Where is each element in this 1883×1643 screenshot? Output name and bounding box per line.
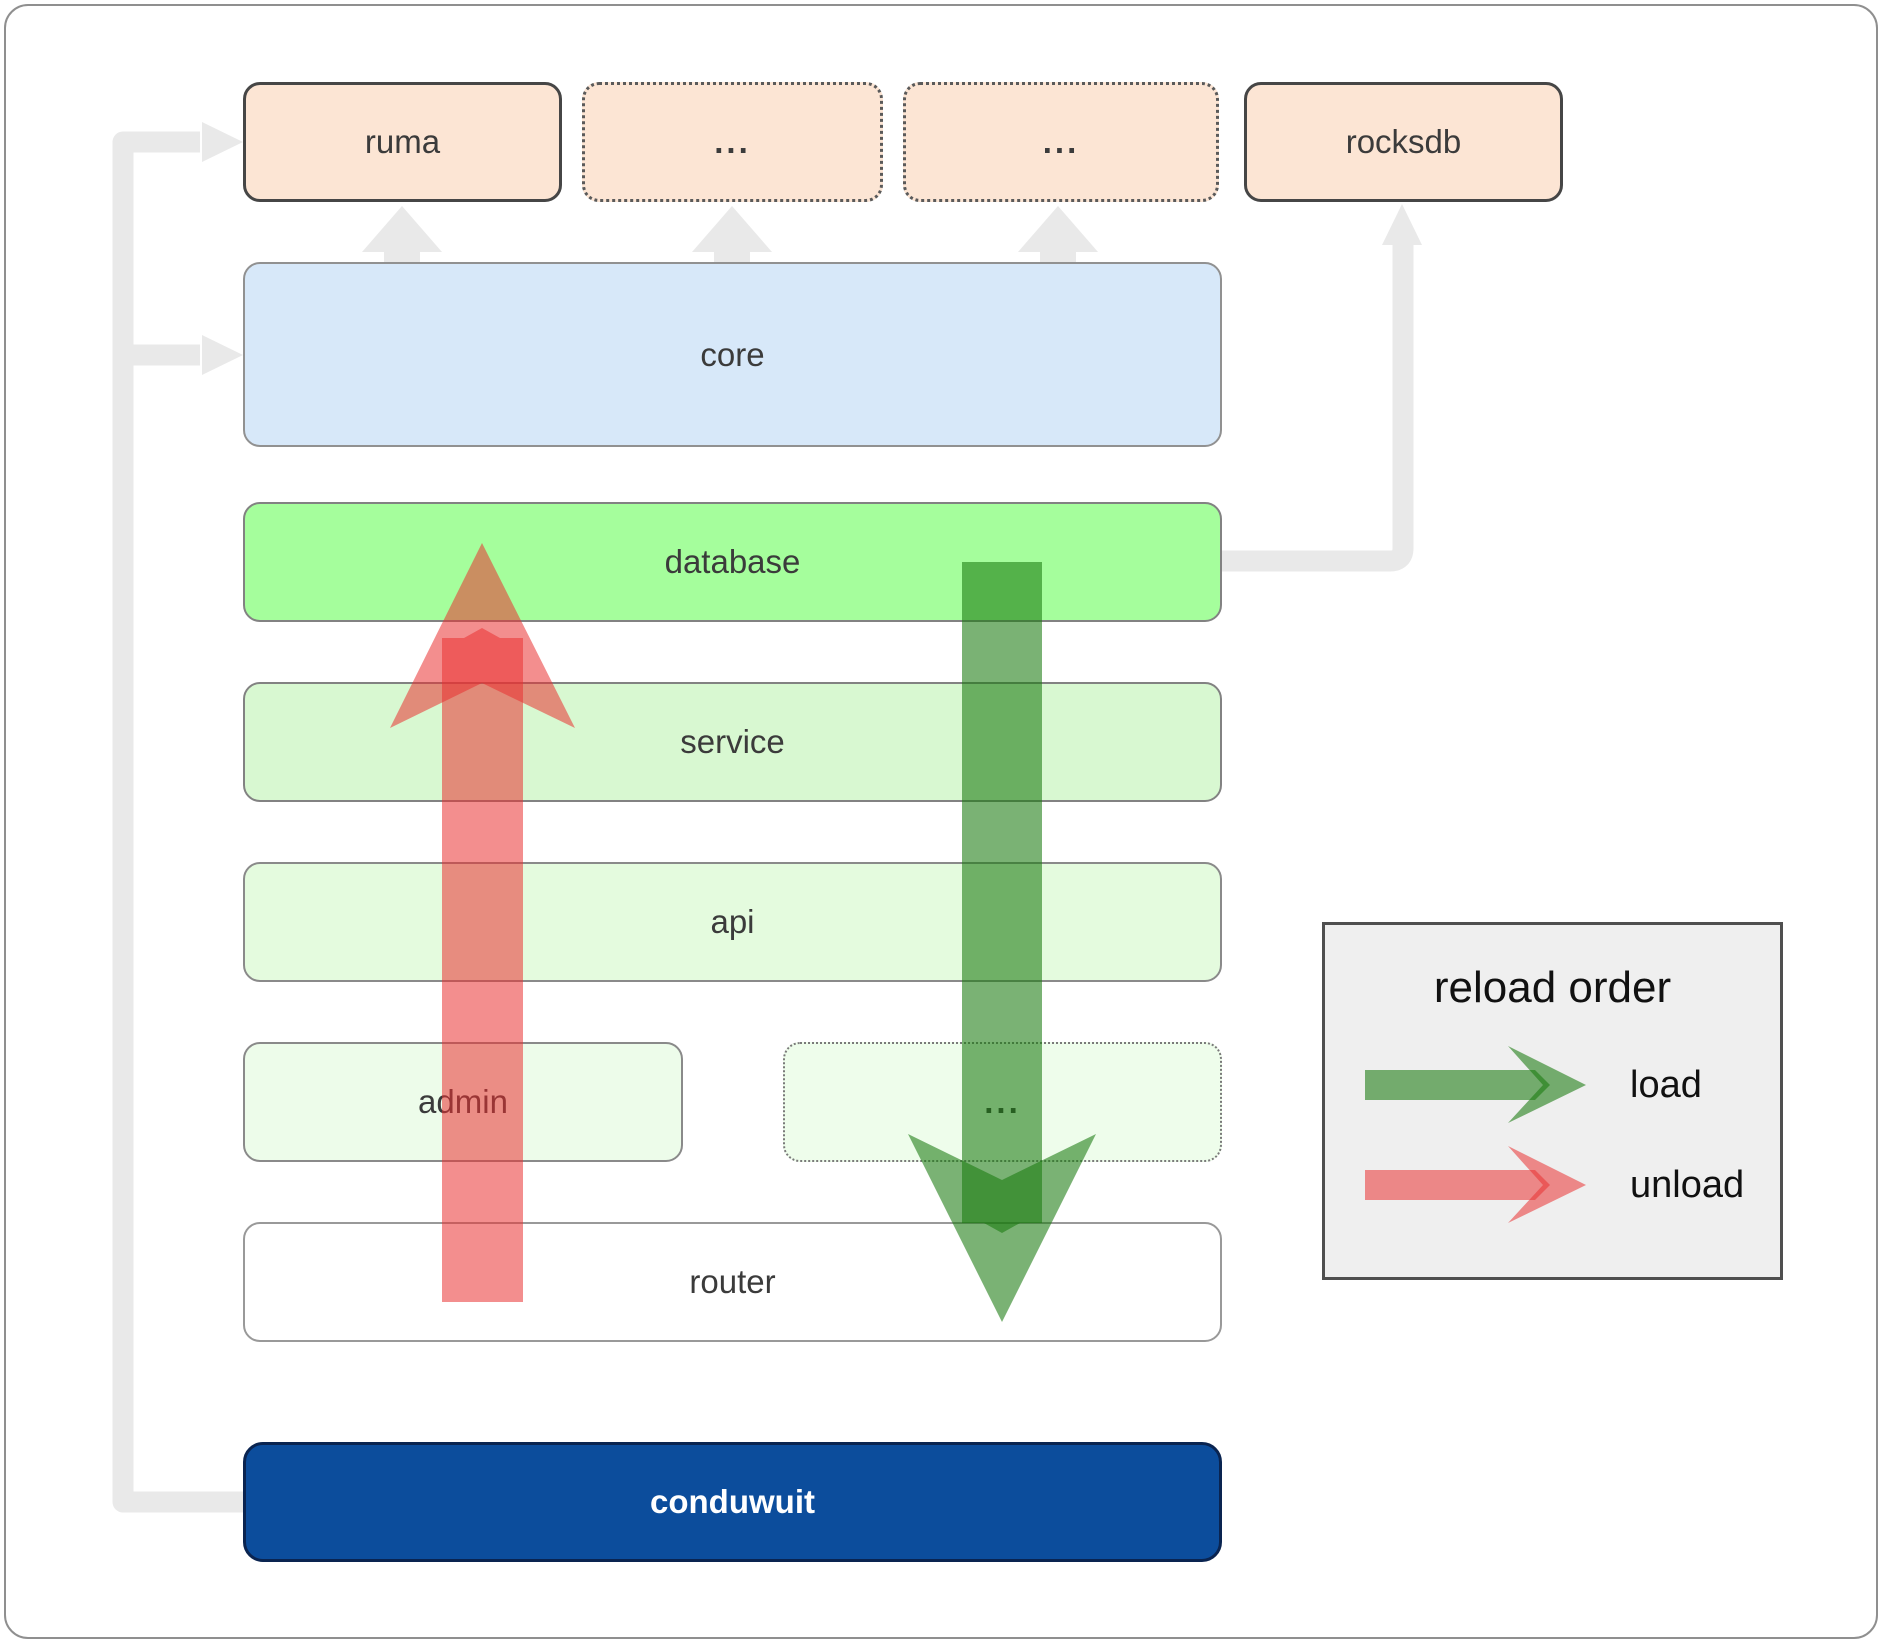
connector-core-to-dots2 [1040, 250, 1076, 264]
legend-arrows [1365, 1046, 1586, 1223]
connector-core-to-dots1 [714, 250, 750, 264]
connector-database-to-rocksdb [1222, 244, 1414, 572]
node-rocksdb-label: rocksdb [1345, 123, 1462, 160]
connector-core-to-ruma [384, 250, 420, 264]
node-ruma: ruma [243, 82, 562, 202]
node-database-label: database [664, 543, 801, 580]
node-api: api [243, 862, 1222, 982]
node-database: database [243, 502, 1222, 622]
node-ruma-label: ruma [364, 123, 441, 160]
node-dots-top-1-label: ... [714, 123, 751, 160]
legend-unload-label: unload [1630, 1164, 1745, 1206]
arrowhead-to-core-icon [202, 335, 243, 375]
node-conduwuit-label: conduwuit [650, 1483, 815, 1520]
unload-arrow-head-icon [390, 543, 575, 728]
node-rocksdb: rocksdb [1244, 82, 1563, 202]
legend-load-arrow-shaft [1365, 1070, 1550, 1100]
node-router-label: router [689, 1263, 776, 1300]
node-router: router [243, 1222, 1222, 1342]
legend-load-arrow-head-icon [1508, 1046, 1586, 1123]
legend-load-label: load [1630, 1064, 1702, 1106]
node-dots-top-2-label: ... [1042, 123, 1080, 160]
load-arrow-shaft [962, 562, 1042, 1233]
load-arrow-head-icon [908, 1134, 1096, 1322]
arrowhead-core-dots2-icon [1018, 206, 1098, 252]
node-dots-top-1: ... [582, 82, 883, 202]
connector-conduwuit-to-ruma [112, 131, 243, 1513]
node-core: core [243, 262, 1222, 447]
legend-reload-order: reload order load unload [1322, 922, 1783, 1280]
node-service-label: service [680, 723, 785, 760]
outer-border [4, 4, 1878, 1639]
arrowhead-core-dots1-icon [692, 206, 772, 252]
node-core-label: core [700, 335, 765, 373]
node-api-label: api [710, 903, 755, 940]
arrowhead-to-rocksdb-icon [1382, 204, 1422, 245]
node-conduwuit: conduwuit [243, 1442, 1222, 1562]
legend-unload-arrow-head-icon [1508, 1146, 1586, 1223]
legend-unload-arrow-shaft [1365, 1170, 1550, 1200]
node-dots-top-2: ... [903, 82, 1219, 202]
arrowhead-to-ruma-icon [202, 122, 243, 162]
legend-title: reload order [1433, 963, 1672, 1012]
unload-arrow-shaft [442, 628, 523, 1302]
arrowhead-core-ruma-icon [362, 206, 442, 252]
